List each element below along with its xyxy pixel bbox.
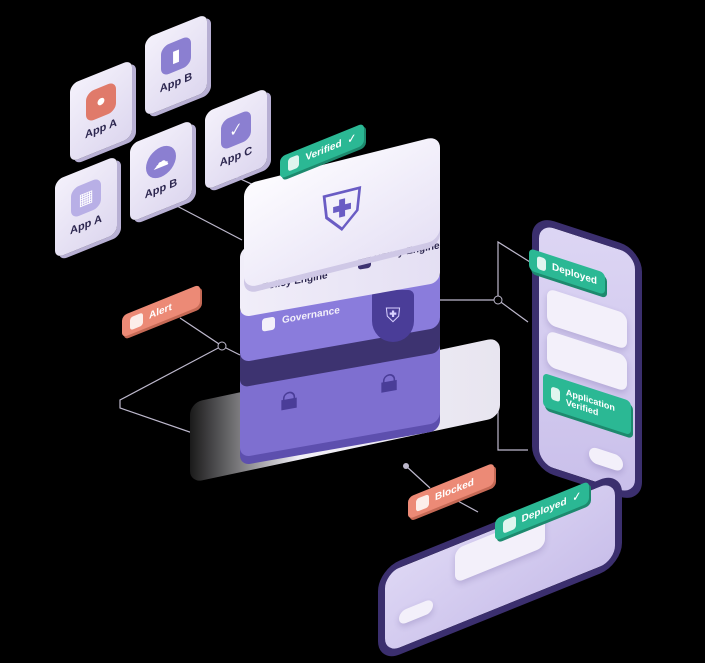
deployed-label: Deployed: [551, 261, 597, 287]
lock-icon: [130, 311, 143, 331]
alert-label: Alert: [149, 301, 172, 322]
wallet-icon: ▮: [161, 34, 191, 78]
deployed-badge-right: Deployed: [529, 248, 605, 295]
check-icon: ✓: [347, 131, 356, 147]
shield-badge: ⛨: [372, 290, 414, 342]
cloud-icon: ☁: [146, 140, 176, 184]
user-icon: ●: [86, 80, 116, 124]
check-icon: ✓: [572, 489, 581, 505]
application-verified-label: Application Verified: [565, 387, 615, 418]
action-button[interactable]: [399, 598, 433, 626]
lock-icon: 🔒︎: [280, 377, 299, 419]
check-icon: ✓: [221, 108, 251, 152]
shield-icon: ⛨: [321, 176, 363, 248]
app-icon: [551, 385, 560, 402]
deployed-icon: [503, 515, 516, 534]
governance-icon: [262, 316, 275, 332]
lock-icon: [416, 493, 429, 512]
check-box-icon: [288, 153, 300, 172]
phone-right: Deployed Application Verified: [529, 214, 642, 504]
action-button[interactable]: [589, 445, 623, 473]
lock-icon: 🔒︎: [380, 359, 399, 401]
deployed-icon: [537, 255, 546, 272]
grid-icon: ▦: [71, 176, 101, 220]
